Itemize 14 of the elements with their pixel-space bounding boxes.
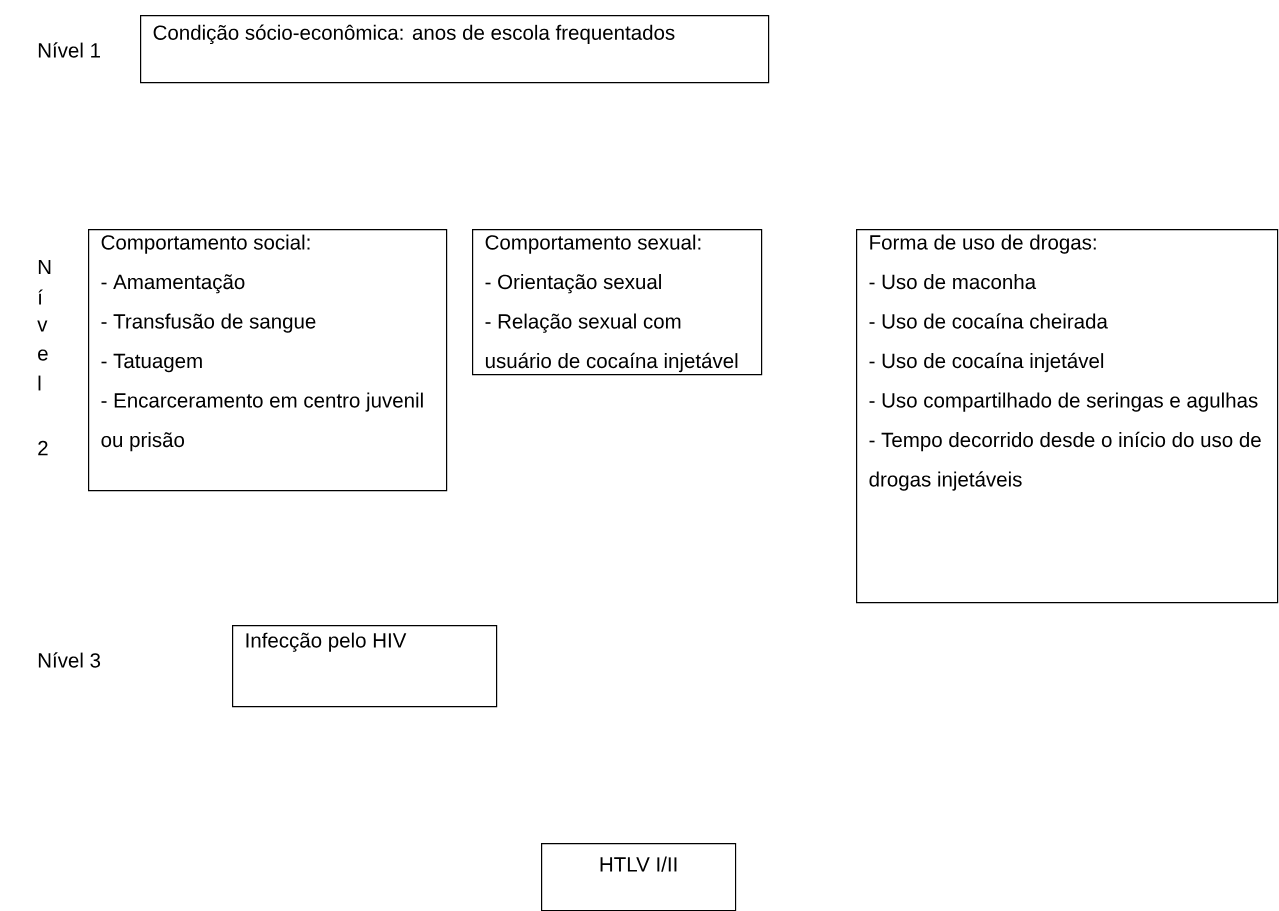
text-box: Condição sócio-econômica: anos de escola frequentados	[140, 15, 770, 84]
level-label: Nível 1	[38, 42, 100, 58]
level-label: í	[38, 289, 43, 305]
level-label: Nível 3	[38, 652, 101, 668]
text-box: Infecção pelo HIV	[232, 625, 498, 708]
text-box: HTLV I/II	[541, 843, 737, 911]
level-label: l	[38, 375, 41, 391]
text-box: Forma de uso de drogas: - Uso de maconha - Uso de cocaína cheirada - Uso de cocaína injetável - Uso compartilhado de seringas e agulhas - Tempo decorrido desde o início do uso de drogas injetáveis	[856, 229, 1279, 604]
text-box: Comportamento sexual: - Orientação sexual - Relação sexual com usuário de cocaína injetável	[472, 229, 763, 376]
level-label: v	[37, 320, 48, 332]
level-label: N	[38, 259, 51, 275]
text-box: Comportamento social: - Amamentação - Transfusão de sangue - Tatuagem - Encarceramento em centro juvenil ou prisão	[88, 229, 448, 492]
level-label: 2	[38, 440, 48, 456]
level-label: e	[38, 349, 48, 361]
